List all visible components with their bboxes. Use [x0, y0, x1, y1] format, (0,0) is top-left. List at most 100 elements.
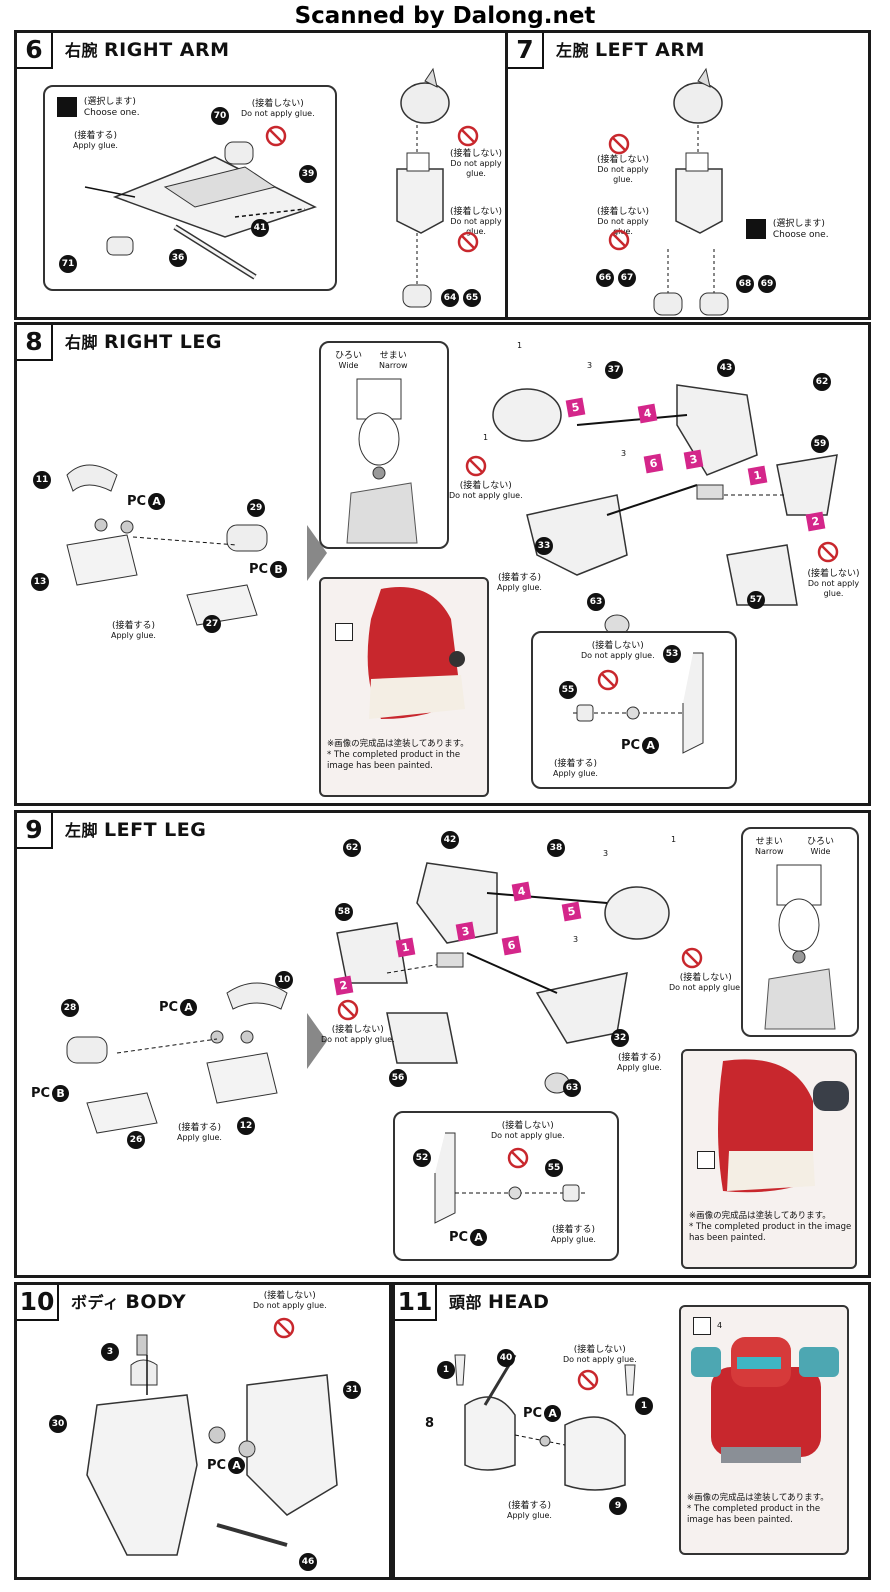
step-number: 7	[508, 33, 544, 69]
no-glue-icon	[265, 125, 287, 147]
part-number: 10	[275, 971, 293, 989]
part-number: 43	[717, 359, 735, 377]
no-glue-note: (接着しない)Do not apply glue.	[596, 155, 650, 184]
sequence-4: 4	[511, 881, 532, 902]
no-glue-icon	[507, 1147, 529, 1169]
part-number: 53	[663, 645, 681, 663]
part-number: 1	[635, 1397, 653, 1415]
left-leg-joint-drawing	[66, 982, 288, 1134]
select-icon	[746, 219, 766, 239]
no-glue-note: (接着しない)Do not apply glue.	[449, 481, 523, 500]
no-glue-note: (接着しない)Do not apply glue.	[321, 1025, 395, 1044]
part-number: 69	[758, 275, 776, 293]
no-glue-icon	[457, 231, 479, 253]
part-number: 62	[813, 373, 831, 391]
stand-drawing	[434, 1132, 585, 1224]
no-glue-note: (接着しない)Do not apply glue.	[581, 641, 655, 660]
part-number: 1	[437, 1361, 455, 1379]
no-glue-note: (接着しない)Do not apply glue.	[253, 1291, 327, 1310]
no-glue-note: (接着しない)Do not apply glue.	[807, 569, 860, 598]
sequence-5: 5	[565, 397, 586, 418]
no-glue-icon	[457, 125, 479, 147]
part-number: 42	[441, 831, 459, 849]
no-glue-note: (接着しない)Do not apply glue.	[241, 99, 315, 118]
no-glue-icon	[577, 1369, 599, 1391]
part-number: 29	[247, 499, 265, 517]
no-glue-icon	[465, 455, 487, 477]
arm-parts-drawing	[84, 141, 317, 280]
flow-arrow	[307, 1013, 327, 1069]
part-number: 32	[611, 1029, 629, 1047]
part-number: 27	[203, 615, 221, 633]
no-glue-icon	[608, 133, 630, 155]
part-number: 13	[31, 573, 49, 591]
painted-note: ※画像の完成品は塗装してあります。 * The completed produc…	[689, 1211, 852, 1243]
step-number: 9	[17, 813, 53, 849]
glue-note: (接着する)Apply glue.	[553, 759, 598, 778]
sequence-1: 1	[395, 937, 416, 958]
part-number: 59	[811, 435, 829, 453]
glue-note: (接着する)Apply glue.	[73, 131, 118, 150]
glue-note: (接着する)Apply glue.	[177, 1123, 222, 1142]
glue-note: (接着する)Apply glue.	[507, 1501, 552, 1520]
part-number: 64	[441, 289, 459, 307]
part-number: 55	[545, 1159, 563, 1177]
part-number: 40	[497, 1349, 515, 1367]
step-number: 8	[17, 325, 53, 361]
no-glue-note: (接着しない)Do not apply glue.	[449, 149, 503, 178]
step-number: 11	[395, 1285, 437, 1321]
sticker-number: 3	[573, 935, 579, 944]
sticker-number: 1	[483, 433, 489, 442]
sequence-4: 4	[637, 403, 658, 424]
part-number: 55	[559, 681, 577, 699]
left-leg-assembly-drawing	[336, 862, 670, 1094]
sticker-number: 4	[717, 1321, 723, 1330]
part-number: 9	[609, 1497, 627, 1515]
stand-drawing	[573, 652, 704, 754]
no-glue-note: (接着しない)Do not apply glue.	[563, 1345, 637, 1364]
part-number: 56	[389, 1069, 407, 1087]
sequence-2: 2	[333, 975, 354, 996]
part-number: 66	[596, 269, 614, 287]
select-icon	[57, 97, 77, 117]
sequence-6: 6	[643, 453, 664, 474]
glue-note: (接着する)Apply glue.	[617, 1053, 662, 1072]
sequence-2: 2	[805, 511, 826, 532]
sticker-number: 3	[587, 361, 593, 370]
sticker-number: 3	[603, 849, 609, 858]
sequence-5: 5	[561, 901, 582, 922]
no-glue-icon	[817, 541, 839, 563]
sticker-number: 1	[517, 341, 523, 350]
sequence-3: 3	[455, 921, 476, 942]
width-drawing	[346, 378, 418, 544]
no-glue-icon	[337, 999, 359, 1021]
part-number: 46	[299, 1553, 317, 1571]
part-number: 71	[59, 255, 77, 273]
leg-photo-drawing	[718, 1059, 849, 1193]
part-number: 11	[33, 471, 51, 489]
part-number: 70	[211, 107, 229, 125]
part-number: 12	[237, 1117, 255, 1135]
part-number: 65	[463, 289, 481, 307]
right-leg-assembly-drawing	[492, 384, 838, 636]
no-glue-note: (接着しない)Do not apply glue.	[491, 1121, 565, 1140]
part-number: 63	[563, 1079, 581, 1097]
sequence-6: 6	[501, 935, 522, 956]
glue-note: (接着する)Apply glue.	[111, 621, 156, 640]
no-glue-note: (接着しない)Do not apply glue.	[449, 207, 503, 236]
sequence-3: 3	[683, 449, 704, 470]
glue-note: (接着する)Apply glue.	[497, 573, 542, 592]
painted-note: ※画像の完成品は塗装してあります。 * The completed produc…	[327, 739, 469, 771]
